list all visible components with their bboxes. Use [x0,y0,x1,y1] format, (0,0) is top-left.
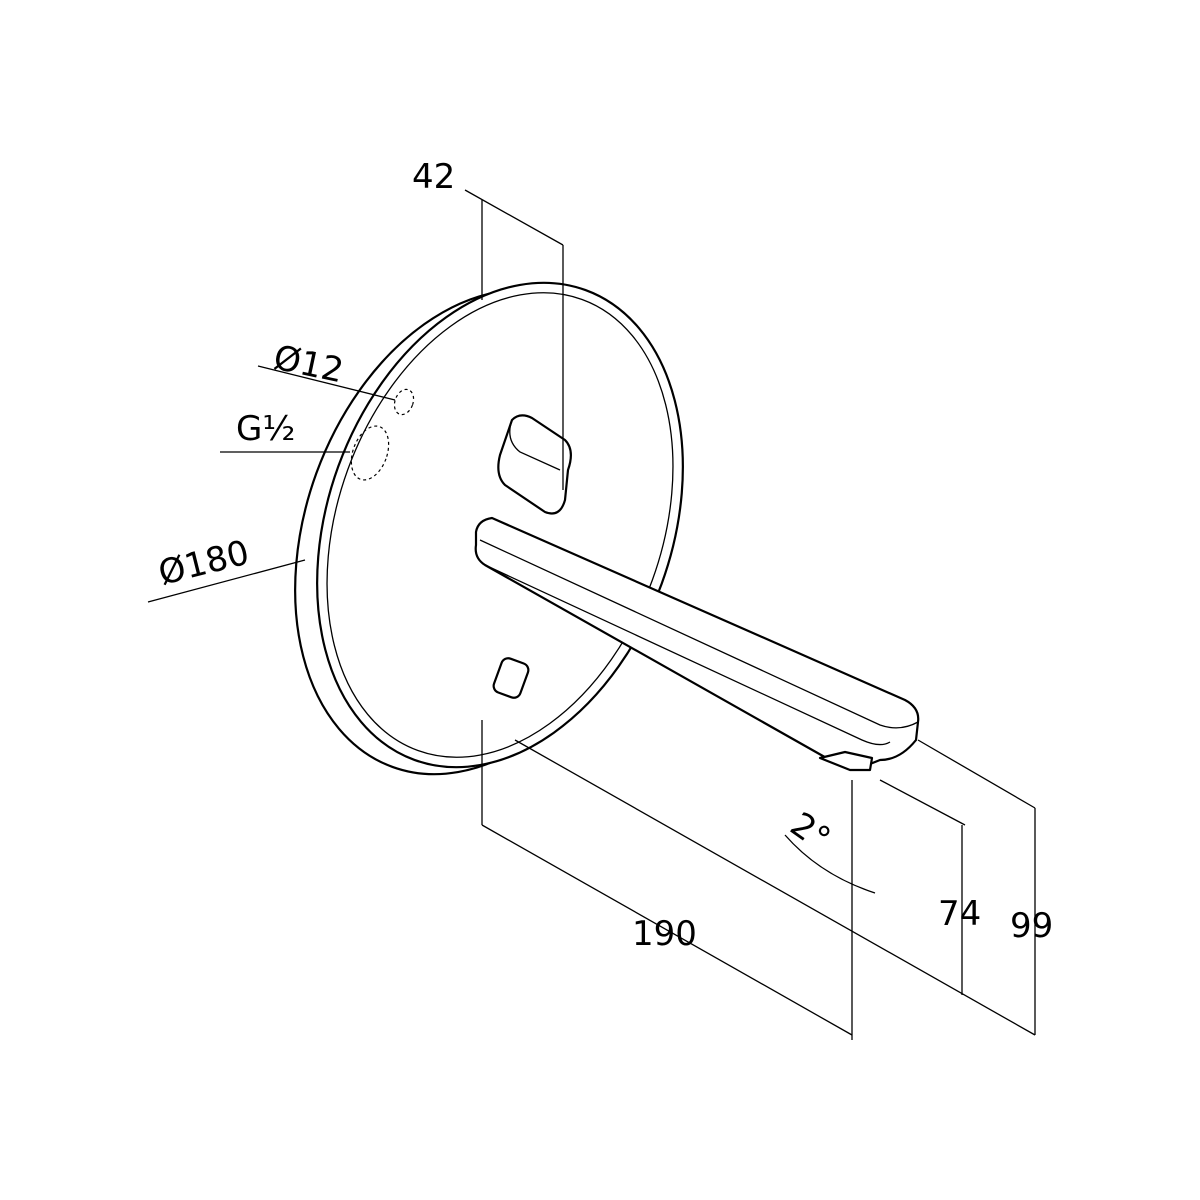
dimension-lines [147,189,1036,1040]
spout [474,516,920,772]
thread-hole [350,425,390,481]
dim-42: 42 [412,157,455,197]
knob [497,414,572,515]
dim-thread: G½ [236,409,295,449]
aerator [818,750,874,772]
dim-hole-12: Ø12 [270,338,347,392]
dim-190: 190 [632,914,697,954]
hole-12 [393,388,415,416]
dim-74: 74 [938,894,981,934]
dim-99: 99 [1010,906,1053,946]
dim-disc-180: Ø180 [155,533,254,594]
sensor-window [492,657,530,699]
dim-angle: 2° [783,805,838,860]
